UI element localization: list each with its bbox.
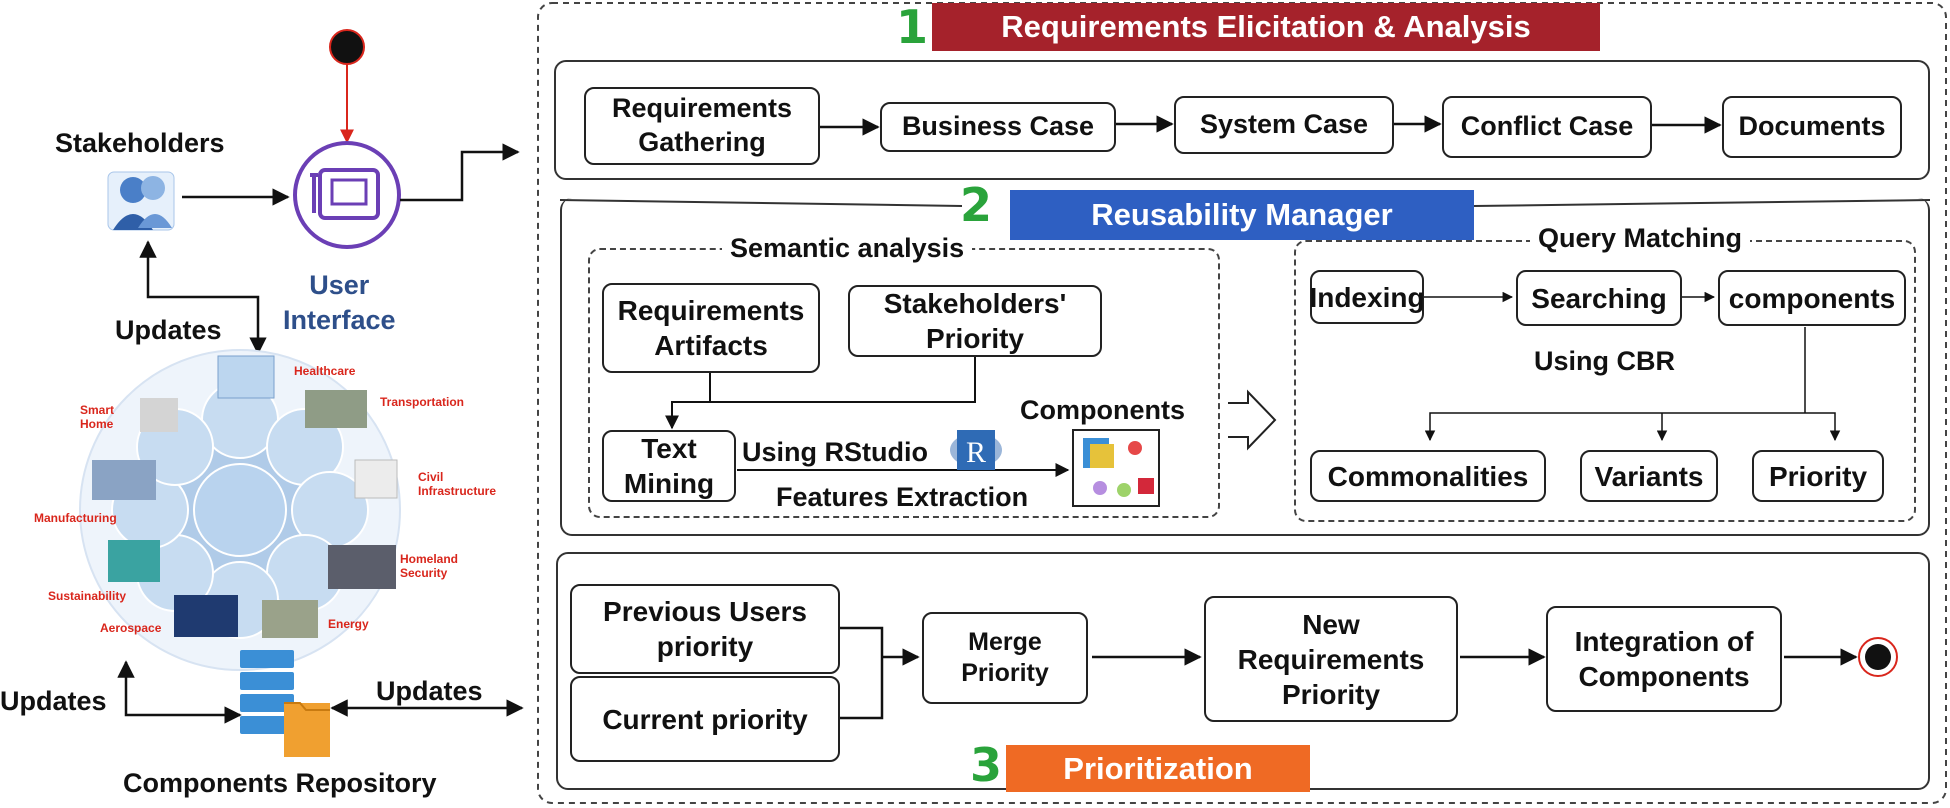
section1-banner: Requirements Elicitation & Analysis [932,3,1600,51]
stakeholders-label: Stakeholders [55,128,225,158]
outer-frame [537,2,1947,804]
using-cbr-label: Using CBR [1534,346,1675,376]
big-arrow [1228,389,1277,451]
domain-healthcare: Healthcare [294,364,356,378]
requirements-gathering-box: Requirements Gathering [584,87,820,165]
updates-bottom-right-label: Updates [376,676,483,706]
components-label: Components [1020,395,1185,425]
features-extraction-label: Features Extraction [776,482,1029,512]
section2-panel [560,198,1930,536]
section1-panel [554,60,1930,180]
svg-text:R: R [966,436,986,469]
components-puzzle-icon [1072,429,1160,507]
requirements-artifacts-box: Requirements Artifacts [602,283,820,373]
section2-banner: Reusability Manager [1010,190,1474,240]
using-rstudio-label: Using RStudio [742,437,928,467]
domain-sustainability: Sustainability [48,589,127,603]
previous-users-priority-box: Previous Users priority [570,584,840,674]
domain-civil-infrastructure: Civil Infrastructure [418,470,497,498]
section3-banner: Prioritization [1006,745,1310,792]
text-mining-box: Text Mining [602,430,736,502]
new-requirements-priority-box: New Requirements Priority [1204,596,1458,722]
priority-box: Priority [1752,450,1884,502]
searching-box: Searching [1516,270,1682,326]
indexing-box: Indexing [1309,270,1425,324]
current-priority-box: Current priority [570,676,840,762]
query-matching-label: Query Matching [1530,223,1751,254]
updates-top-label: Updates [115,315,222,345]
user-interface-icon [293,141,401,249]
variants-box: Variants [1580,450,1718,502]
r-logo-icon: R [950,430,1002,470]
stakeholders-priority-box: Stakeholders' Priority [848,285,1102,357]
updates-bottom-left-label: Updates [0,686,107,716]
system-case-box: System Case [1174,96,1394,154]
commonalities-box: Commonalities [1310,450,1546,502]
components-result-box: components [1718,270,1906,326]
documents-box: Documents [1722,96,1902,158]
semantic-analysis-label: Semantic analysis [722,233,973,264]
components-repository-label: Components Repository [123,768,437,798]
domain-homeland-security: Homeland Security [400,552,459,580]
section2-number: 2 [960,178,993,232]
domain-transportation: Transportation [380,395,465,409]
domain-cluster [79,349,401,671]
merge-priority-box: Merge Priority [922,612,1088,704]
domain-energy: Energy [328,617,369,631]
integration-of-components-box: Integration of Components [1546,606,1782,712]
section3-number: 3 [970,738,1003,792]
domain-smart-home: Smart Home [80,403,115,431]
business-case-box: Business Case [880,102,1116,152]
domain-aerospace: Aerospace [100,621,162,635]
stakeholders-icon [107,171,175,231]
user-interface-label: User Interface [283,270,396,336]
section1-number: 1 [896,0,929,54]
conflict-case-box: Conflict Case [1442,96,1652,158]
domain-manufacturing: Manufacturing [34,511,117,525]
repository-icon [240,650,330,757]
